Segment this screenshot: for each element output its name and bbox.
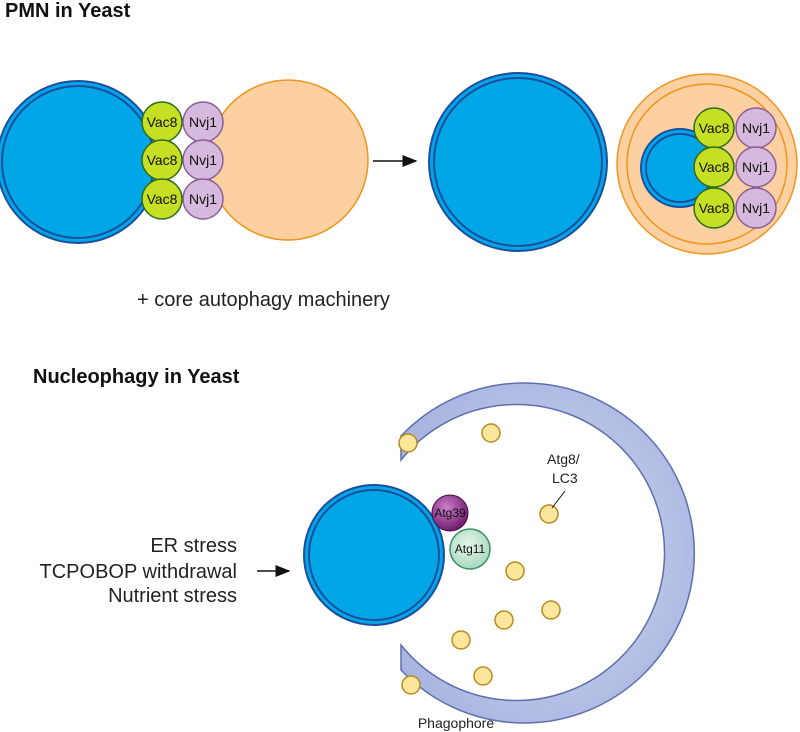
- vac8-protein: Vac8: [141, 178, 183, 220]
- svg-text:Nvj1: Nvj1: [189, 152, 217, 168]
- nucleus: [0, 80, 160, 244]
- nucleus: [303, 484, 445, 626]
- svg-text:Vac8: Vac8: [699, 200, 730, 216]
- atg8-particle: [539, 504, 559, 524]
- atg8-particle: [494, 610, 514, 630]
- vacuole: [207, 79, 369, 241]
- atg11-scaffold: Atg11: [449, 528, 491, 570]
- machinery-label: + core autophagy machinery: [137, 289, 390, 311]
- atg8-particle: [473, 666, 493, 686]
- svg-text:Atg39: Atg39: [434, 506, 466, 520]
- atg39-receptor: Atg39: [431, 494, 469, 532]
- nvj1-protein: Nvj1: [182, 139, 224, 181]
- svg-text:Vac8: Vac8: [147, 191, 178, 207]
- nuclear-envelope-inner: [308, 489, 440, 621]
- nucleus: [428, 72, 608, 252]
- nvj1-protein: Nvj1: [735, 146, 777, 188]
- svg-text:Nvj1: Nvj1: [742, 200, 770, 216]
- stimulus-label: ER stress: [150, 535, 237, 557]
- svg-text:Vac8: Vac8: [147, 114, 178, 130]
- phagophore: [400, 382, 695, 724]
- svg-text:Vac8: Vac8: [699, 159, 730, 175]
- atg8-particle: [481, 423, 501, 443]
- svg-text:Nvj1: Nvj1: [742, 159, 770, 175]
- svg-text:Nvj1: Nvj1: [189, 191, 217, 207]
- nvj1-protein: Nvj1: [735, 107, 777, 149]
- svg-text:Atg11: Atg11: [455, 542, 486, 556]
- atg8-label: LC3: [552, 470, 578, 486]
- phagophore-label: Phagophore: [418, 715, 495, 731]
- atg8-particle: [401, 675, 421, 695]
- atg8-label: Atg8/: [547, 451, 580, 467]
- vac8-protein: Vac8: [141, 101, 183, 143]
- atg8-particle: [541, 600, 561, 620]
- nvj1-protein: Nvj1: [182, 101, 224, 143]
- pmn-after-group: Vac8 Vac8 Vac8 Nvj1 Nvj1 Nvj1: [428, 72, 798, 255]
- stimulus-label: Nutrient stress: [108, 585, 237, 607]
- svg-text:Nvj1: Nvj1: [189, 114, 217, 130]
- atg8-particle: [398, 433, 418, 453]
- pmn-title: PMN in Yeast: [5, 0, 131, 22]
- stimulus-label: TCPOBOP withdrawal: [40, 561, 237, 583]
- vacuole-membrane-inner: [626, 83, 788, 245]
- pmn-before-group: Vac8 Vac8 Vac8 Nvj1 Nvj1 Nvj1: [0, 79, 369, 244]
- nvj1-protein: Nvj1: [735, 187, 777, 229]
- atg8-particle: [505, 561, 525, 581]
- nvj1-protein: Nvj1: [182, 178, 224, 220]
- atg8-particle: [451, 630, 471, 650]
- vac8-protein: Vac8: [141, 139, 183, 181]
- nucleophagy-title: Nucleophagy in Yeast: [33, 366, 240, 388]
- svg-text:Nvj1: Nvj1: [742, 120, 770, 136]
- svg-text:Vac8: Vac8: [699, 120, 730, 136]
- atg8-leader-line: [551, 490, 566, 509]
- vac8-protein: Vac8: [693, 107, 735, 149]
- svg-text:Vac8: Vac8: [147, 152, 178, 168]
- vac8-protein: Vac8: [693, 187, 735, 229]
- vac8-protein: Vac8: [693, 146, 735, 188]
- nuclear-envelope-inner: [433, 77, 603, 247]
